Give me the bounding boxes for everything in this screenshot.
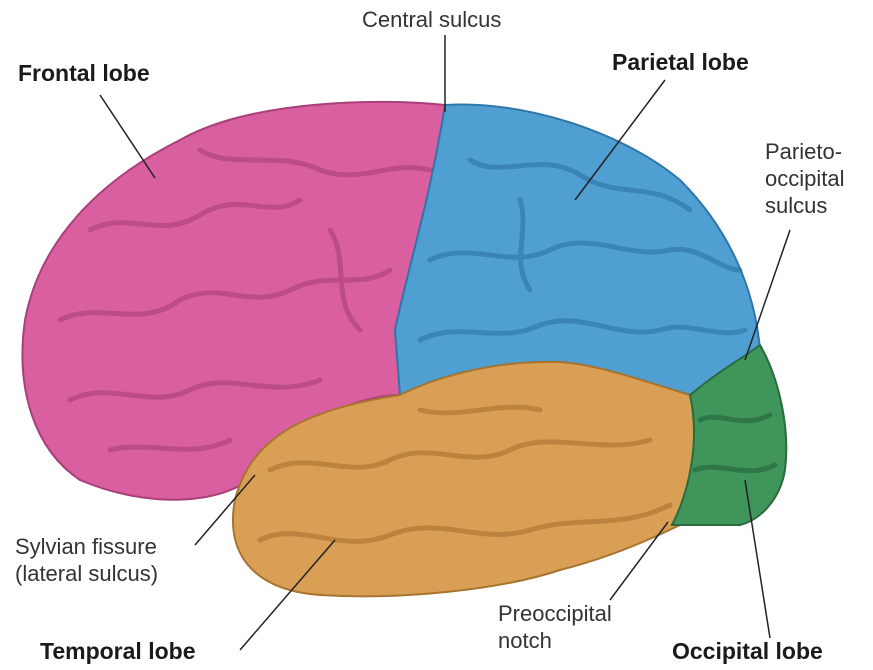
gyri-texture: [57, 147, 778, 544]
label-line: Parieto-: [765, 139, 843, 164]
label-sylvian-fissure: Sylvian fissure (lateral sulcus): [15, 533, 158, 587]
label-line: Sylvian fissure: [15, 534, 157, 559]
label-preoccipital-notch: Preoccipital notch: [498, 600, 612, 654]
leader-occipital-lobe: [744, 479, 771, 639]
label-central-sulcus: Central sulcus: [362, 7, 502, 32]
label-line: sulcus: [765, 193, 828, 218]
label-line: notch: [498, 628, 552, 653]
leader-preoccipital: [609, 521, 669, 601]
leader-frontal-lobe: [99, 94, 156, 179]
occipital-lobe-region: [670, 343, 788, 526]
label-parieto-occipital-sulcus: Parieto- occipital sulcus: [765, 138, 844, 219]
label-line: Preoccipital: [498, 601, 612, 626]
leader-sylvian: [194, 474, 256, 546]
label-line: occipital: [765, 166, 845, 191]
parietal-lobe-region: [393, 103, 762, 397]
leader-parietal-lobe: [574, 79, 666, 201]
leader-temporal-lobe: [239, 539, 336, 651]
label-line: (lateral sulcus): [15, 561, 159, 586]
label-parietal-lobe: Parietal lobe: [612, 49, 749, 75]
leader-lines: [99, 35, 791, 651]
label-temporal-lobe: Temporal lobe: [40, 638, 196, 664]
temporal-lobe-region: [231, 360, 699, 598]
label-frontal-lobe: Frontal lobe: [18, 60, 150, 86]
label-occipital-lobe: Occipital lobe: [672, 638, 823, 664]
leader-parieto-occipital: [744, 229, 791, 361]
